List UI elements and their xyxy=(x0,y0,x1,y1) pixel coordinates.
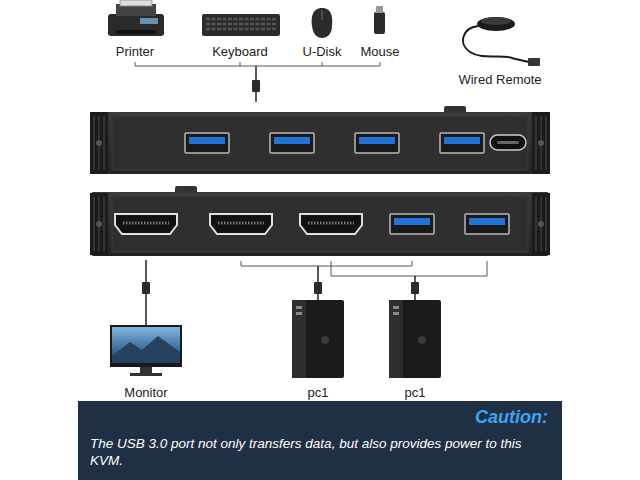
usb-stick-icon xyxy=(374,12,385,34)
caution-band: Caution: The USB 3.0 port not only transf… xyxy=(78,401,562,480)
pc-bracket xyxy=(331,261,487,276)
pc-tower-icon xyxy=(296,306,302,309)
pc-tower-icon xyxy=(296,312,302,315)
usb-cable-plug xyxy=(255,92,257,102)
pc-bracket xyxy=(317,266,319,282)
pc-bracket xyxy=(241,261,412,266)
kvm-bottom-panel xyxy=(465,214,509,234)
mouse-shaped-icon xyxy=(312,8,333,38)
monitor-icon xyxy=(140,367,152,373)
kvm-bottom-panel xyxy=(300,214,362,234)
kvm-top-panel xyxy=(90,106,550,174)
device-label: Printer xyxy=(116,44,154,60)
wired-remote-icon xyxy=(528,58,540,66)
monitor-icon xyxy=(130,373,162,376)
pc-tower-icon xyxy=(292,300,344,378)
device-label: Monitor xyxy=(124,385,167,401)
usb-stick-icon xyxy=(374,6,385,34)
monitor-icon xyxy=(112,336,180,363)
device-label: Keyboard xyxy=(212,44,268,60)
keyboard-icon xyxy=(206,19,276,29)
pc-bracket xyxy=(146,294,415,325)
kvm-bottom-panel xyxy=(390,214,434,234)
kvm-top-panel xyxy=(112,116,528,170)
pc-tower-icon xyxy=(292,300,306,378)
cable-plug xyxy=(314,282,322,294)
kvm-top-panel xyxy=(185,133,229,153)
kvm-top-panel xyxy=(490,135,526,150)
kvm-top-panel xyxy=(270,133,314,153)
keyboard-icon xyxy=(202,14,280,36)
printer-icon xyxy=(140,18,158,24)
pc-tower-icon xyxy=(393,312,399,315)
wired-remote-icon xyxy=(481,17,511,25)
mouse-shaped-icon xyxy=(312,8,333,38)
kvm-top-panel xyxy=(355,133,399,153)
pc-bracket xyxy=(414,276,416,282)
kvm-bottom-panel xyxy=(90,186,550,256)
device-label: U-Disk xyxy=(303,44,342,60)
kvm-bottom-panel xyxy=(210,214,272,234)
device-bracket xyxy=(255,66,257,80)
wired-remote-icon xyxy=(463,17,540,66)
cable-plug xyxy=(142,282,419,294)
pc-tower-icon xyxy=(321,336,329,344)
pc-tower-icon xyxy=(393,306,399,309)
monitor-icon xyxy=(110,325,182,376)
usb-stick-icon xyxy=(376,6,383,13)
kvm-bottom-panel xyxy=(532,193,550,255)
cable-plug xyxy=(142,282,150,294)
kvm-bottom-panel xyxy=(90,193,108,255)
pc-tower-icon xyxy=(389,300,441,378)
device-label: Mouse xyxy=(360,44,399,60)
caution-heading: Caution: xyxy=(90,407,548,429)
caution-text: The USB 3.0 port not only transfers data… xyxy=(90,435,548,470)
device-label: pc1 xyxy=(405,385,426,401)
pc-bracket xyxy=(145,260,147,282)
device-label: Wired Remote xyxy=(458,72,541,88)
printer-icon xyxy=(108,0,164,36)
device-label: pc1 xyxy=(308,385,329,401)
kvm-top-panel xyxy=(90,112,108,174)
pc-tower-icon xyxy=(389,300,441,378)
wired-remote-icon xyxy=(463,26,530,62)
wired-remote-icon xyxy=(477,17,515,31)
usb-cable-plug xyxy=(252,80,260,102)
monitor-icon xyxy=(110,325,182,367)
keyboard-icon xyxy=(202,14,280,36)
printer-icon xyxy=(120,0,152,6)
kvm-bottom-panel xyxy=(112,196,528,252)
pc-tower-icon xyxy=(418,336,426,344)
kvm-bottom-panel xyxy=(115,214,177,234)
kvm-top-panel xyxy=(90,112,550,174)
device-bracket xyxy=(135,62,380,66)
printer-icon xyxy=(116,30,156,34)
kvm-top-panel xyxy=(440,133,484,153)
kvm-bottom-panel xyxy=(90,192,550,256)
kvm-top-panel xyxy=(532,112,550,174)
printer-icon xyxy=(108,14,164,36)
cable-plug xyxy=(411,282,419,294)
monitor-icon xyxy=(112,327,180,363)
device-bracket xyxy=(135,62,380,80)
mouse-shaped-icon xyxy=(321,10,322,20)
usb-cable-plug xyxy=(252,80,260,92)
pc-tower-icon xyxy=(292,300,344,378)
pc-tower-icon xyxy=(389,300,403,378)
